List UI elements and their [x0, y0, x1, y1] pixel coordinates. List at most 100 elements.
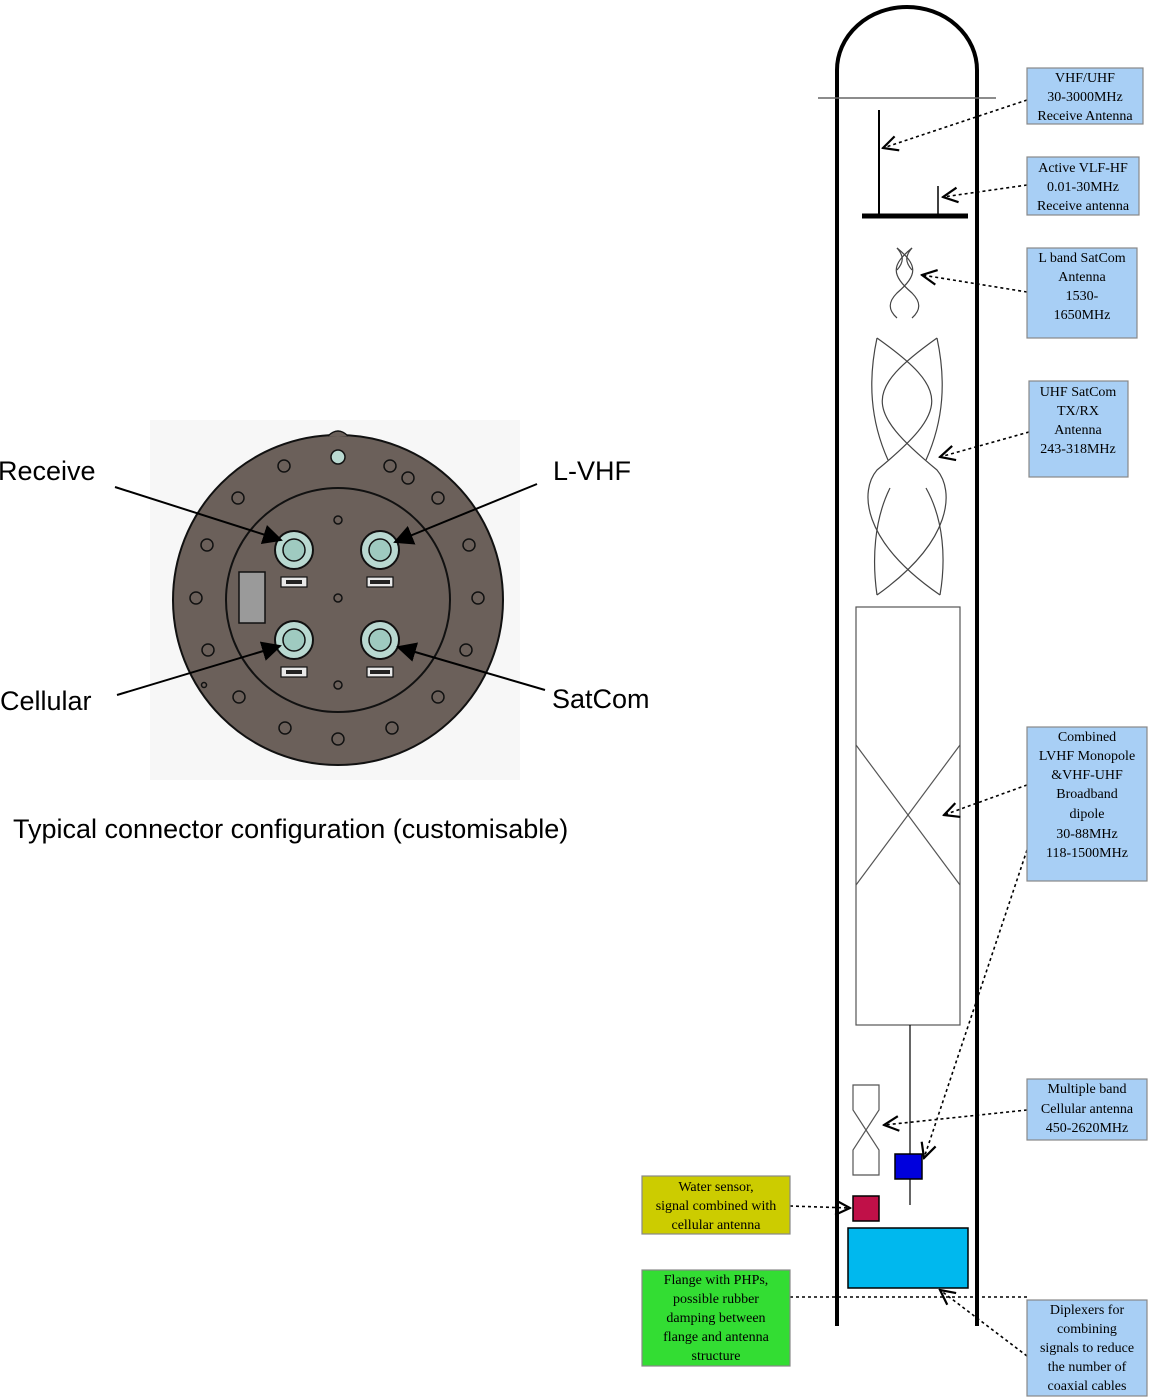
callout-flange-line: Flange with PHPs, — [664, 1273, 769, 1288]
callout-flange: Flange with PHPs, possible rubber dampin… — [641, 1269, 791, 1367]
lvhf-arrow — [393, 483, 538, 545]
callout-vhf-uhf-line: VHF/UHF — [1055, 71, 1115, 86]
bolt-hole — [278, 721, 292, 735]
callout-water-line: Water sensor, — [678, 1180, 753, 1195]
satcom-label: SatCom — [552, 684, 650, 714]
callout-cellular: Multiple band Cellular antenna 450-2620M… — [1026, 1078, 1148, 1141]
callout-lband-line: L band SatCom — [1038, 251, 1125, 266]
callout-diplexers-line: coaxial cables — [1048, 1379, 1127, 1394]
bolt-hole — [431, 690, 445, 704]
receive-label: Receive — [0, 456, 96, 486]
bolt-hole — [331, 732, 345, 746]
receive-arrow — [114, 486, 283, 545]
inner-hole — [333, 680, 343, 690]
callout-line-water — [789, 1206, 850, 1208]
connector-receive — [274, 530, 314, 588]
callout-cellular-line: Multiple band — [1048, 1082, 1127, 1097]
water-sensor — [852, 1195, 880, 1222]
callout-flange-line: damping between — [666, 1311, 765, 1326]
callout-diplexers-line: combining — [1057, 1322, 1117, 1337]
callout-lband-line: Antenna — [1058, 270, 1106, 285]
bolt-hole — [232, 690, 246, 704]
callout-combined-line: Broadband — [1056, 787, 1117, 802]
connector-cellular — [274, 620, 314, 678]
callout-water-line: cellular antenna — [671, 1218, 761, 1233]
callout-line-lband — [922, 275, 1028, 293]
diplexers — [847, 1227, 969, 1289]
connector-satcom — [360, 620, 400, 678]
callout-vlf-hf-line: 0.01-30MHz — [1047, 180, 1119, 195]
indicator-window — [330, 449, 346, 465]
bolt-hole — [277, 459, 291, 473]
callout-line-combined-to-component — [924, 849, 1028, 1158]
callout-line-cellular — [884, 1109, 1028, 1125]
callout-uhf-satcom-line: 243-318MHz — [1040, 442, 1115, 457]
bolt-holes — [189, 459, 485, 746]
antenna-mast: VHF/UHF 30-3000MHz Receive Antenna Activ… — [641, 5, 1148, 1397]
callout-line-uhf-satcom — [940, 431, 1030, 457]
bolt-hole — [231, 491, 245, 505]
inner-hole — [333, 515, 343, 525]
bolt-hole — [383, 459, 397, 473]
callout-diplexers: Diplexers for combining signals to reduc… — [1026, 1299, 1148, 1397]
callout-uhf-satcom-line: TX/RX — [1057, 404, 1099, 419]
cellular-label: Cellular — [0, 686, 92, 716]
callout-vlf-hf-line: Receive antenna — [1037, 199, 1130, 214]
callout-diplexers-line: signals to reduce — [1040, 1341, 1134, 1356]
callout-combined-line: 118-1500MHz — [1046, 846, 1128, 861]
top-lug — [327, 430, 349, 437]
callout-vlf-hf-line: Active VLF-HF — [1038, 161, 1128, 176]
bolt-hole — [431, 491, 445, 505]
callout-flange-line: structure — [692, 1349, 741, 1364]
callout-water-line: signal combined with — [656, 1199, 777, 1214]
callout-uhf-satcom-line: UHF SatCom — [1040, 385, 1117, 400]
callout-cellular-line: 450-2620MHz — [1046, 1121, 1128, 1136]
callout-line-vhf-uhf — [883, 99, 1028, 148]
callout-diplexers-line: the number of — [1048, 1360, 1127, 1375]
bolt-hole — [459, 643, 473, 657]
callout-vhf-uhf-line: Receive Antenna — [1037, 109, 1133, 124]
uhf-satcom-helix-antenna — [867, 337, 947, 596]
callout-vhf-uhf-line: 30-3000MHz — [1047, 90, 1122, 105]
callout-combined-line: LVHF Monopole — [1039, 749, 1135, 764]
callout-line-vlf-hf — [943, 184, 1028, 197]
callout-vlf-hf: Active VLF-HF 0.01-30MHz Receive antenna — [1026, 156, 1140, 216]
callout-combined-line: 30-88MHz — [1056, 827, 1117, 842]
figure-caption: Typical connector configuration (customi… — [13, 814, 568, 844]
callout-combined-line: Combined — [1058, 730, 1116, 745]
bolt-hole — [385, 721, 399, 735]
callout-water-sensor: Water sensor, signal combined with cellu… — [641, 1175, 791, 1235]
callout-cellular-line: Cellular antenna — [1041, 1102, 1134, 1117]
bolt-hole — [471, 591, 485, 605]
callout-combined-line: &VHF-UHF — [1051, 768, 1123, 783]
combined-dipole-antenna — [855, 606, 961, 1026]
callout-flange-line: flange and antenna — [663, 1330, 770, 1345]
connector-plate-figure: Receive L-VHF Cellular SatCom Typical co… — [0, 420, 650, 844]
cellular-antenna — [852, 1084, 880, 1176]
callout-combined: Combined LVHF Monopole &VHF-UHF Broadban… — [1026, 726, 1148, 882]
bolt-hole — [189, 591, 203, 605]
blue-component — [894, 1153, 923, 1180]
callout-line-combined — [944, 784, 1028, 815]
bolt-hole — [462, 538, 476, 552]
lvhf-label: L-VHF — [553, 456, 631, 486]
bolt-hole — [401, 471, 415, 485]
callout-combined-line: dipole — [1070, 807, 1105, 822]
bolt-hole — [201, 643, 215, 657]
lband-helix-antenna — [889, 247, 920, 319]
connector-lvhf — [360, 530, 400, 588]
radome-outline — [835, 5, 979, 1326]
inner-hole — [333, 593, 343, 603]
bolt-hole-small — [200, 681, 208, 689]
callout-flange-line: possible rubber — [673, 1292, 759, 1307]
callout-lband-line: 1530- — [1066, 289, 1099, 304]
callout-uhf-satcom-line: Antenna — [1054, 423, 1102, 438]
callout-diplexers-line: Diplexers for — [1050, 1303, 1125, 1318]
bolt-hole — [200, 538, 214, 552]
satcom-arrow — [396, 642, 546, 691]
callout-lband: L band SatCom Antenna 1530- 1650MHz — [1026, 247, 1138, 339]
callout-vhf-uhf: VHF/UHF 30-3000MHz Receive Antenna — [1026, 67, 1144, 125]
callout-uhf-satcom: UHF SatCom TX/RX Antenna 243-318MHz — [1028, 380, 1129, 478]
cellular-arrow — [116, 641, 282, 696]
